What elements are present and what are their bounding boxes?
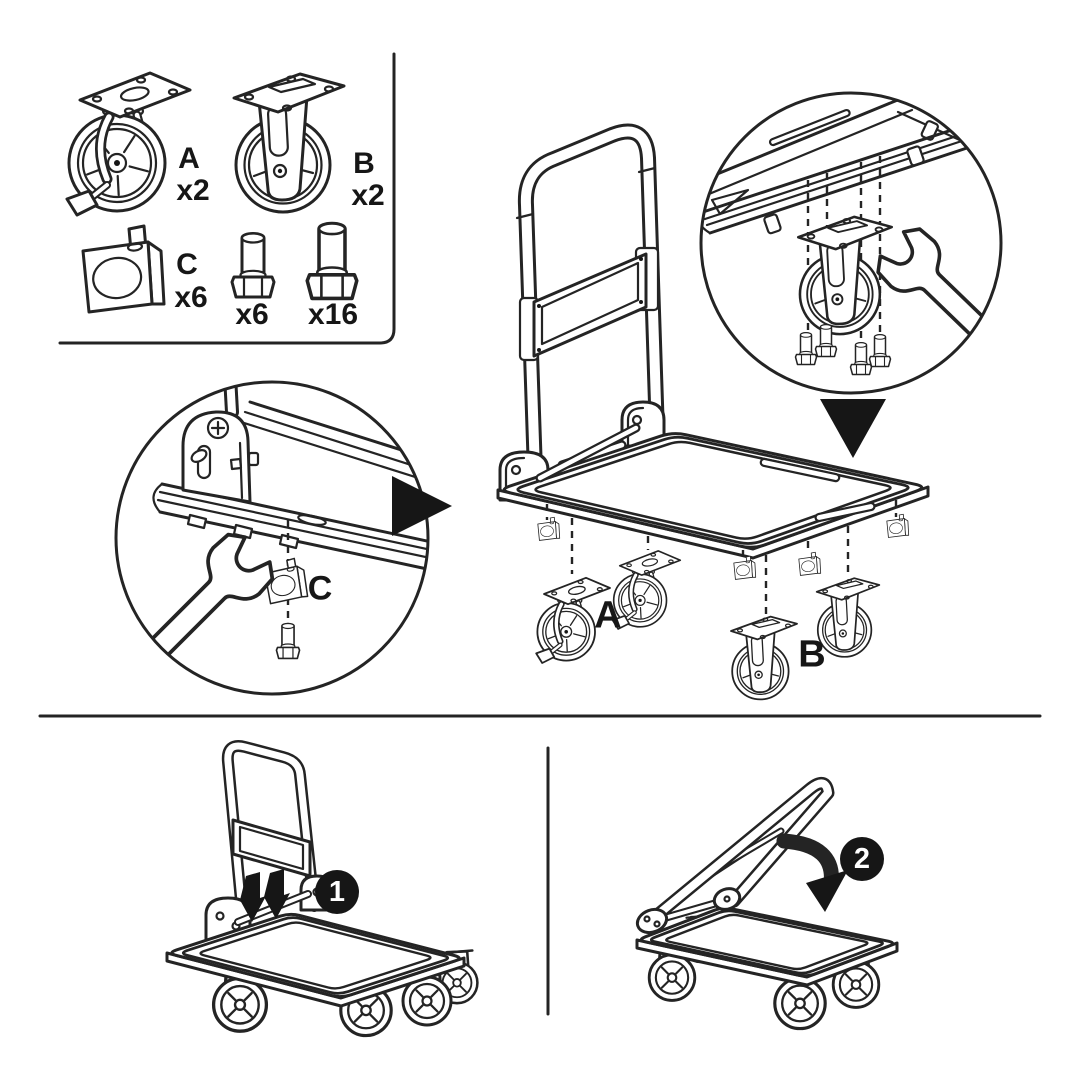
step1-cart-illustration [165,740,479,1038]
step-1-badge: 1 [315,870,359,914]
detail-circle-bracket [114,380,452,696]
part-b-label: B [353,147,375,180]
exploded-caster-a-label: A [594,594,622,637]
fold-arrow-icon [776,833,848,912]
triangle-pointer-right-icon [392,476,452,536]
part-c-label: C [176,248,198,281]
step2-cart-illustration [635,776,899,1031]
exploded-caster-b2 [815,577,881,658]
bolt-long-illustration [305,221,359,301]
bolt-short-illustration [230,232,276,299]
part-c-qty: x6 [174,281,208,314]
caster-b-illustration [232,72,346,214]
triangle-pointer-down-icon [820,399,886,458]
part-b-qty: x2 [351,179,385,212]
wrench-icon [868,219,1001,393]
exploded-caster-a2 [613,551,681,629]
bolt-short-qty: x6 [235,298,269,331]
step-2-badge: 2 [840,837,884,881]
exploded-caster-b1 [730,615,798,701]
bolt-long-qty: x16 [307,298,359,331]
bracket-c-illustration [81,224,166,314]
detail-bracket-label: C [307,569,333,608]
main-cart-illustration [496,123,930,701]
wrench-icon [116,524,283,694]
caster-a-illustration [67,73,190,215]
part-a-qty: x2 [176,174,210,207]
parts-legend-box [58,52,396,345]
exploded-caster-b-label: B [798,633,826,676]
detail-circle-underside [699,91,1003,458]
part-a-label: A [178,142,200,175]
